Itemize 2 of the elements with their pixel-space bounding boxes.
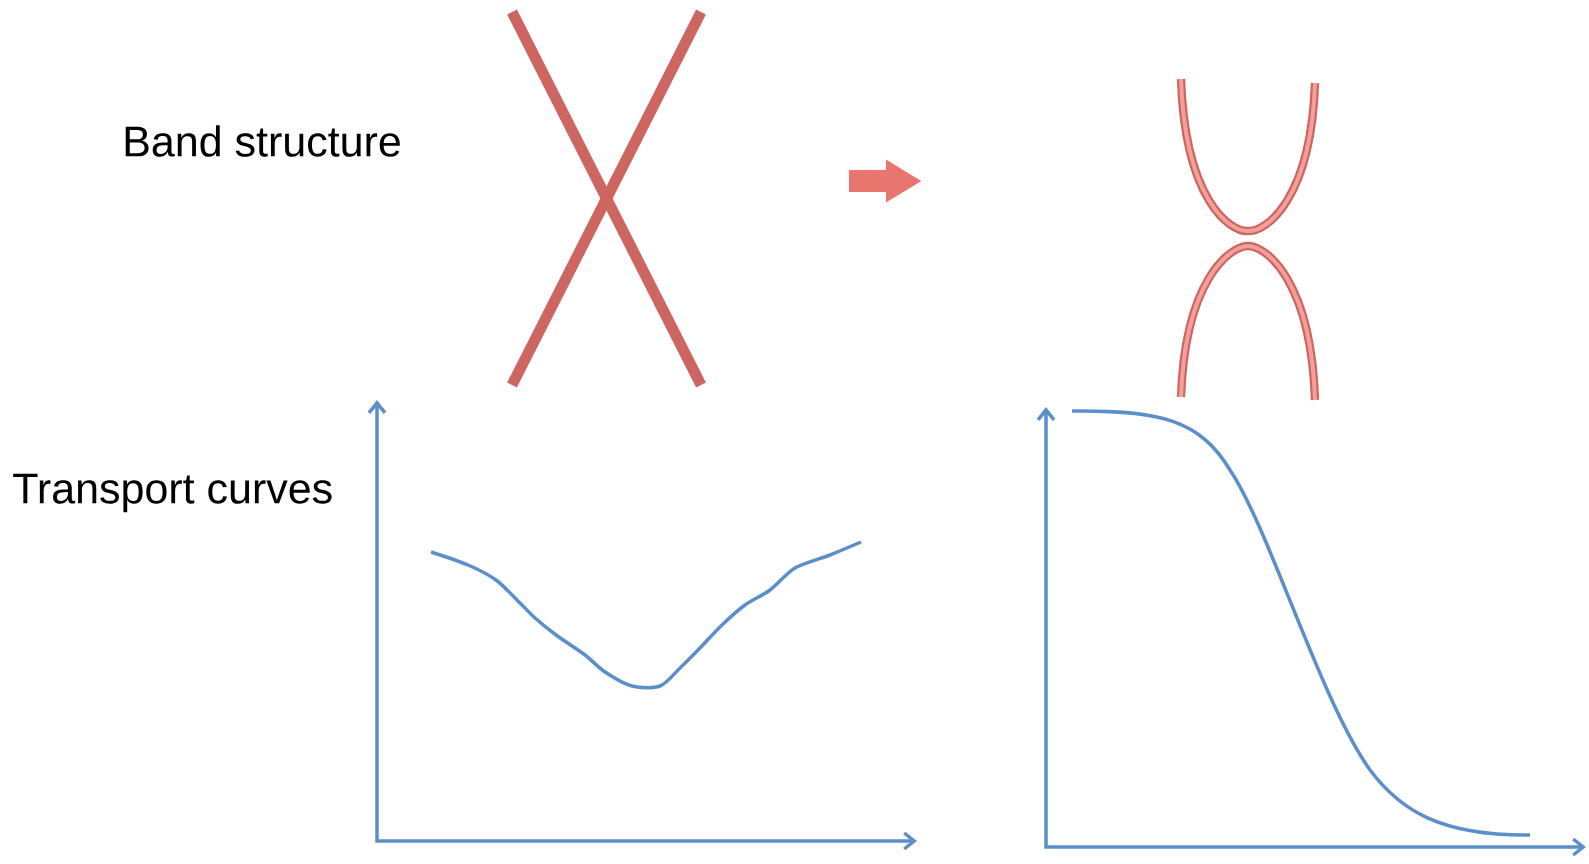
row-label: Band structure: [125, 125, 400, 157]
row-label: Transport curves: [13, 473, 332, 513]
